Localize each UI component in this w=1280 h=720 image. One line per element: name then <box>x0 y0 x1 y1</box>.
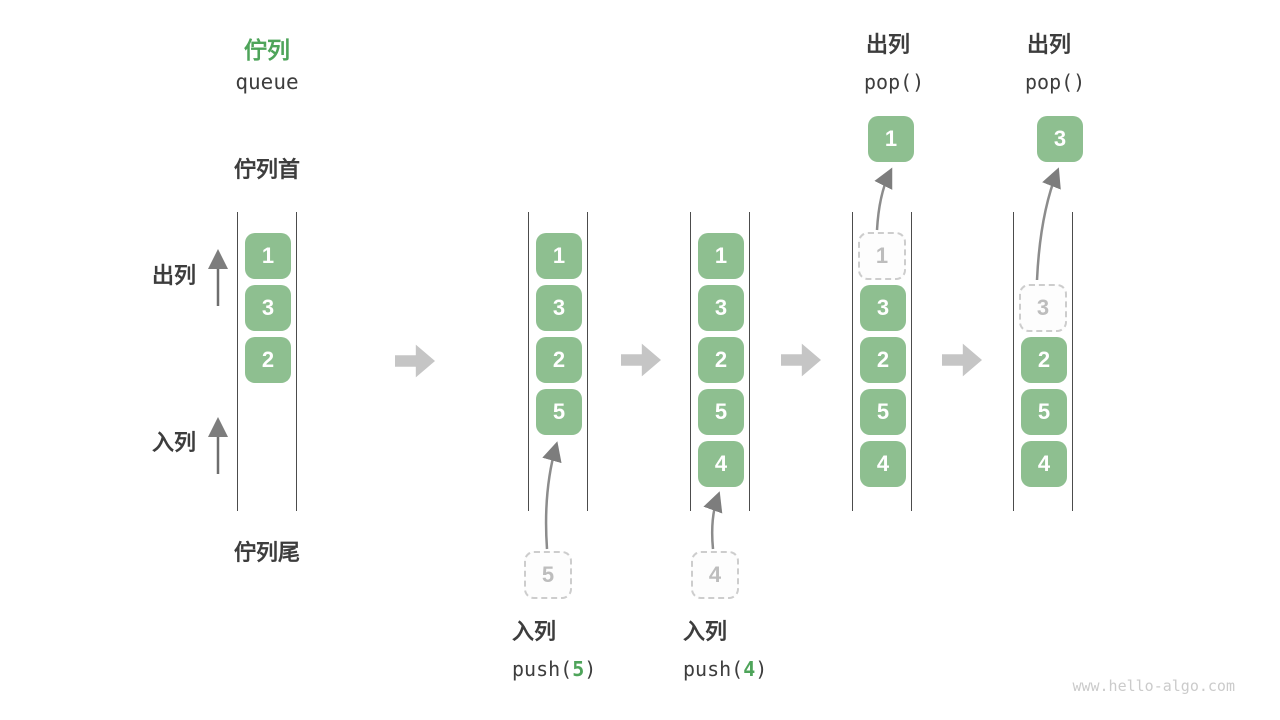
staged-item-4: 4 <box>691 551 739 599</box>
queue-item: 5 <box>536 389 582 435</box>
queue-item: 5 <box>1021 389 1067 435</box>
state-transition-arrow-icon <box>942 343 982 377</box>
push-fn: push( <box>683 657 744 681</box>
queue-item: 4 <box>698 441 744 487</box>
queue-item: 1 <box>698 233 744 279</box>
push4-label: 入列 <box>683 619 728 644</box>
queue-item: 5 <box>860 389 906 435</box>
removed-item-ghost: 3 <box>1019 284 1067 332</box>
queue-item: 5 <box>698 389 744 435</box>
watermark: www.hello-algo.com <box>1072 677 1235 695</box>
queue-item: 4 <box>860 441 906 487</box>
push-fn: push( <box>512 657 573 681</box>
queue-item: 4 <box>1021 441 1067 487</box>
push-arg: 5 <box>572 657 585 681</box>
queue-item: 2 <box>245 337 291 383</box>
queue-item: 2 <box>1021 337 1067 383</box>
pop1-label: 出列 <box>866 32 911 57</box>
push5-label: 入列 <box>512 619 557 644</box>
pop2-label: 出列 <box>1027 32 1072 57</box>
diagram-title-en: queue <box>235 70 299 94</box>
queue-item: 2 <box>698 337 744 383</box>
popped-item-3: 3 <box>1037 116 1083 162</box>
push-close: ) <box>755 657 768 681</box>
dequeue-side-label: 出列 <box>152 263 197 288</box>
queue-column-state4: 1 3 2 5 4 <box>852 212 912 511</box>
queue-item: 3 <box>245 285 291 331</box>
queue-column-state3: 1 3 2 5 4 <box>690 212 750 511</box>
state-transition-arrow-icon <box>621 343 661 377</box>
push5-code: push(5) <box>512 657 596 681</box>
queue-item: 1 <box>245 233 291 279</box>
state-transition-arrow-icon <box>781 343 821 377</box>
queue-item: 3 <box>698 285 744 331</box>
queue-item: 3 <box>860 285 906 331</box>
push4-code: push(4) <box>683 657 767 681</box>
diagram-title-zh: 佇列 <box>244 37 290 63</box>
queue-item: 3 <box>536 285 582 331</box>
pop1-code: pop() <box>864 70 925 94</box>
popped-item-1: 1 <box>868 116 914 162</box>
queue-column-state1: 1 3 2 <box>237 212 297 511</box>
state-transition-arrow-icon <box>395 344 435 378</box>
queue-column-state5: 3 2 5 4 <box>1013 212 1073 511</box>
queue-column-state2: 1 3 2 5 <box>528 212 588 511</box>
queue-front-label: 佇列首 <box>233 157 300 182</box>
pop2-code: pop() <box>1025 70 1086 94</box>
push-close: ) <box>584 657 597 681</box>
removed-item-ghost: 1 <box>858 232 906 280</box>
queue-item: 2 <box>536 337 582 383</box>
queue-rear-label: 佇列尾 <box>233 540 300 565</box>
queue-item: 2 <box>860 337 906 383</box>
enqueue-side-label: 入列 <box>152 430 197 455</box>
staged-item-5: 5 <box>524 551 572 599</box>
queue-item: 1 <box>536 233 582 279</box>
push-arg: 4 <box>743 657 756 681</box>
